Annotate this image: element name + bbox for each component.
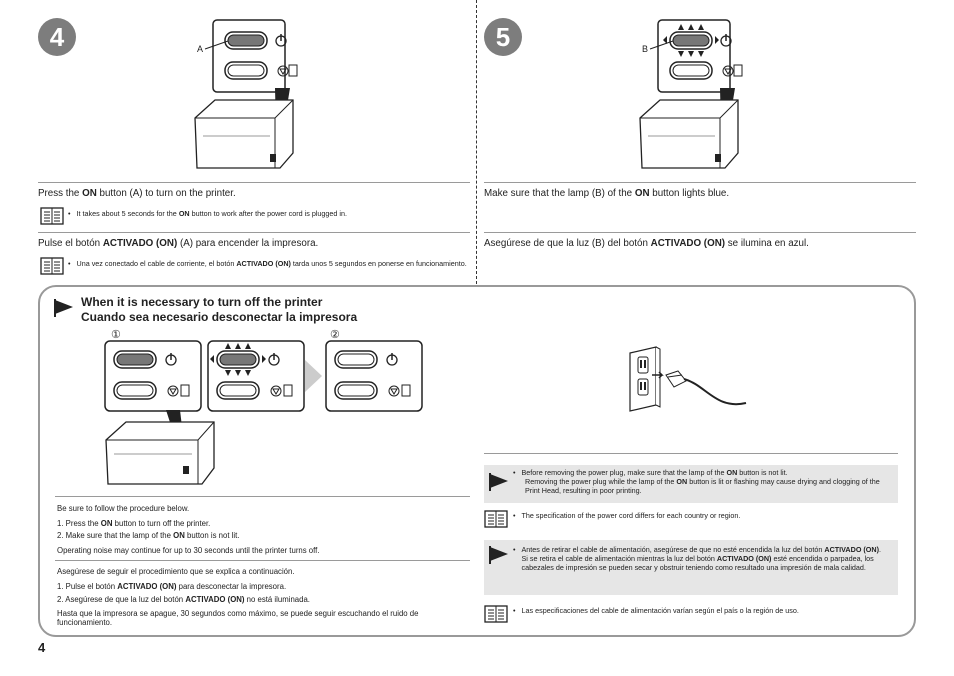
page-number: 4 [38, 640, 46, 655]
label-a: A [197, 44, 204, 54]
marker-2: ② [330, 329, 340, 341]
label-b: B [642, 44, 649, 54]
note-en-text: • The specification of the power cord di… [513, 511, 741, 520]
marker-1: ① [111, 329, 121, 341]
book-note-icon [40, 257, 64, 275]
caution-en-text: • Before removing the power plug, make s… [513, 468, 880, 495]
step4-es-instruction: Pulse el botón ACTIVADO (ON) (A) para en… [38, 238, 319, 249]
book-note-icon [484, 605, 508, 623]
step5-es-instruction: Asegúrese de que la luz (B) del botón AC… [484, 238, 809, 249]
turn-off-en-intro: Be sure to follow the procedure below. [57, 504, 190, 513]
flag-icon [489, 546, 508, 564]
turn-off-title-es: Cuando sea necesario desconectar la impr… [81, 310, 358, 324]
step5-en-instruction: Make sure that the lamp (B) of the ON bu… [484, 188, 730, 199]
rule [484, 232, 916, 233]
turn-off-title-en: When it is necessary to turn off the pri… [81, 295, 323, 309]
book-note-icon [484, 510, 508, 528]
step-number-5: 5 [484, 18, 522, 56]
turn-off-en-noise: Operating noise may continue for up to 3… [57, 546, 320, 555]
turn-off-es-step2: 2. Asegúrese de que la luz del botón ACT… [57, 595, 310, 604]
caution-es-box [484, 540, 898, 595]
rule [484, 182, 916, 183]
rule [38, 232, 470, 233]
flag-icon [489, 473, 508, 491]
rule [55, 560, 470, 561]
printer-illustration-step4 [194, 19, 298, 169]
turn-off-en-step2: 2. Make sure that the lamp of the ON but… [57, 531, 240, 540]
rule [484, 453, 898, 454]
caution-en-box [484, 465, 898, 503]
turn-off-es-noise: Hasta que la impresora se apague, 30 seg… [57, 609, 419, 627]
step4-en-instruction: Press the ON button (A) to turn on the p… [38, 188, 236, 199]
flag-icon [54, 299, 73, 317]
turn-off-en-step1: 1. Press the ON button to turn off the p… [57, 519, 211, 528]
power-outlet-illustration [629, 346, 747, 412]
step4-en-note: • It takes about 5 seconds for the ON bu… [68, 209, 348, 218]
turn-off-es-intro: Asegúrese de seguir el procedimiento que… [57, 567, 295, 576]
turn-off-section [38, 285, 916, 637]
step-number-4: 4 [38, 18, 76, 56]
book-note-icon [40, 207, 64, 225]
turn-off-illustration [104, 340, 423, 485]
step4-es-note: • Una vez conectado el cable de corrient… [68, 259, 467, 268]
note-es-text: • Las especificaciones del cable de alim… [513, 606, 799, 615]
column-divider [476, 0, 477, 284]
caution-es-text: • Antes de retirar el cable de alimentac… [513, 545, 881, 572]
turn-off-title: When it is necessary to turn off the pri… [81, 295, 357, 325]
turn-off-es-step1: 1. Pulse el botón ACTIVADO (ON) para des… [57, 582, 287, 591]
rule [55, 496, 470, 497]
rule [38, 182, 470, 183]
printer-illustration-step5 [639, 19, 743, 169]
